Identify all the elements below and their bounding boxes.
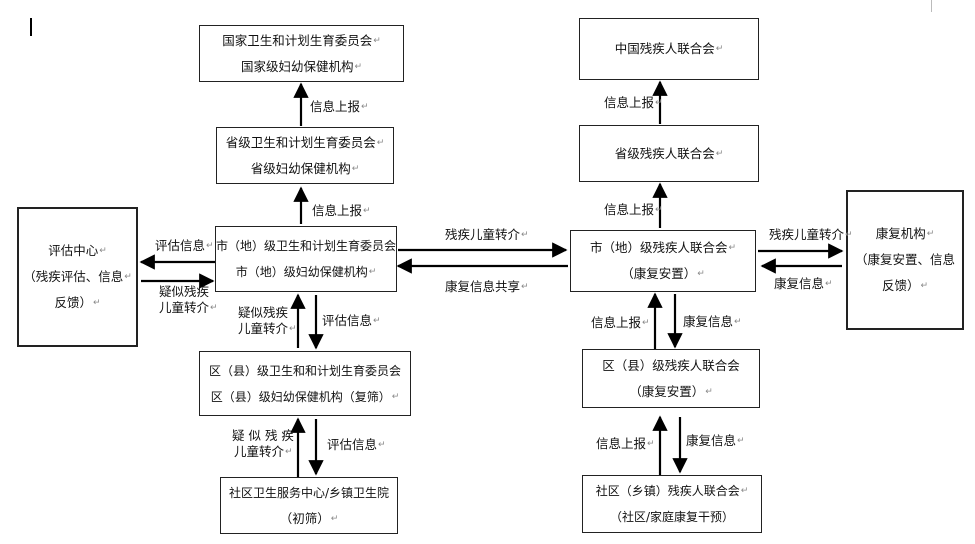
assessment-line1: 评估中心↵	[48, 243, 107, 258]
label-info-report-5: 信息上报↵	[591, 315, 650, 330]
label-rehab-info-share: 康复信息共享↵	[445, 279, 529, 294]
provincial-health-line1: 省级卫生和计划生育委员会↵	[225, 134, 385, 150]
district-health-line2: 区（县）级妇幼保健机构（复筛）↵	[210, 389, 400, 404]
box-community-disabled: 社区（乡镇）残疾人联合会↵ （社区/家庭康复干预）	[582, 475, 762, 533]
box-china-disabled: 中国残疾人联合会↵	[579, 18, 759, 80]
box-assessment-center: 评估中心↵ （残疾评估、信息↵ 反馈）↵	[17, 207, 138, 347]
label-assess-info-mid: 评估信息↵	[322, 313, 381, 328]
label-info-report-1: 信息上报↵	[310, 99, 369, 114]
rehab-line2: （康复安置、信息	[854, 252, 955, 267]
label-rehab-info-2: 康复信息↵	[686, 433, 745, 448]
provincial-health-line2: 省级妇幼保健机构↵	[250, 160, 360, 176]
label-info-report-4: 信息上报↵	[604, 202, 663, 217]
district-disabled-line2: （康复安置）↵	[629, 383, 713, 399]
community-health-line2: （初筛）↵	[279, 510, 339, 526]
national-line2: 国家级妇幼保健机构↵	[240, 58, 363, 74]
assessment-line3: 反馈）↵	[54, 295, 101, 310]
label-rehab-info-right: 康复信息↵	[774, 276, 833, 291]
community-disabled-line1: 社区（乡镇）残疾人联合会↵	[595, 484, 749, 498]
label-suspected-left-1: 疑似残疾	[159, 284, 210, 299]
text-cursor	[30, 18, 32, 36]
provincial-disabled-line1: 省级残疾人联合会↵	[614, 145, 724, 161]
box-provincial-disabled: 省级残疾人联合会↵	[579, 125, 759, 182]
label-suspected-left-2: 儿童转介↵	[159, 300, 218, 315]
community-disabled-line2: （社区/家庭康复干预）	[609, 510, 735, 524]
assessment-line2: （残疾评估、信息↵	[23, 269, 132, 284]
city-health-line2: 市（地）级妇幼保健机构↵	[235, 265, 377, 279]
label-disabled-child-referral: 残疾儿童转介↵	[445, 227, 529, 242]
box-community-health: 社区卫生服务中心/乡镇卫生院 （初筛）↵	[220, 477, 398, 534]
label-rehab-info-1: 康复信息↵	[683, 314, 742, 329]
national-line1: 国家卫生和计划生育委员会↵	[222, 32, 381, 48]
district-health-line1: 区（县）级卫生和和计划生育委员会	[208, 363, 401, 378]
box-district-health: 区（县）级卫生和和计划生育委员会 区（县）级妇幼保健机构（复筛）↵	[199, 351, 411, 416]
label-info-report-6: 信息上报↵	[596, 436, 655, 451]
page-corner-mark	[931, 0, 932, 12]
city-disabled-line1: 市（地）级残疾人联合会↵	[589, 240, 737, 255]
box-rehab-institution: 康复机构↵ （康复安置、信息 反馈）↵	[846, 190, 964, 330]
label-assess-info-low: 评估信息↵	[327, 437, 386, 452]
box-provincial-health: 省级卫生和计划生育委员会↵ 省级妇幼保健机构↵	[216, 127, 394, 184]
box-district-disabled: 区（县）级残疾人联合会 （康复安置）↵	[582, 349, 760, 408]
label-suspected-mid-1: 疑似残疾	[238, 305, 289, 320]
city-disabled-line2: （康复安置）↵	[621, 266, 705, 281]
city-health-line1: 市（地）级卫生和计划生育委员会	[216, 239, 397, 253]
label-suspected-low-1: 疑 似 残 疾	[232, 428, 294, 443]
label-suspected-mid-2: 儿童转介↵	[238, 321, 297, 336]
label-info-report-2: 信息上报↵	[312, 203, 371, 218]
label-suspected-low-2: 儿童转介↵	[234, 444, 293, 459]
rehab-line1: 康复机构↵	[875, 226, 935, 241]
community-health-line1: 社区卫生服务中心/乡镇卫生院	[228, 485, 390, 500]
district-disabled-line1: 区（县）级残疾人联合会	[602, 357, 740, 373]
box-city-health: 市（地）级卫生和计划生育委员会 市（地）级妇幼保健机构↵	[215, 226, 397, 292]
label-info-report-3: 信息上报↵	[604, 95, 663, 110]
china-disabled-line1: 中国残疾人联合会↵	[614, 41, 724, 56]
label-disabled-child-referral-right: 残疾儿童转介↵	[769, 227, 853, 242]
box-national-health: 国家卫生和计划生育委员会↵ 国家级妇幼保健机构↵	[199, 25, 404, 82]
box-city-disabled: 市（地）级残疾人联合会↵ （康复安置）↵	[570, 230, 756, 292]
label-assess-info-left: 评估信息↵	[155, 238, 214, 253]
rehab-line3: 反馈）↵	[881, 278, 929, 293]
